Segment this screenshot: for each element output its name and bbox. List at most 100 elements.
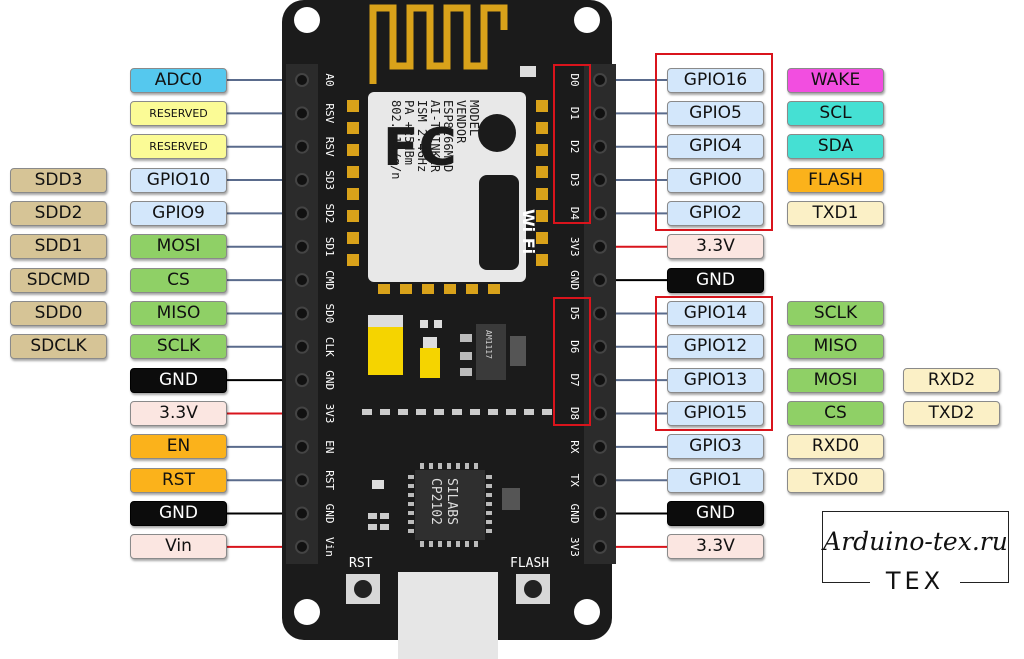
right-label-txd2: TXD2	[903, 401, 1000, 426]
right-pin-hole	[593, 173, 607, 188]
right-pin-hole	[593, 539, 607, 554]
right-label-miso: MISO	[787, 334, 884, 360]
left-label-sdcmd: SDCMD	[10, 267, 107, 293]
highlight-box-d0-d4-pins	[553, 64, 591, 224]
right-pin-hole	[593, 239, 607, 254]
left-pin-label: RST	[323, 470, 336, 490]
right-label-rxd0: RXD0	[787, 434, 884, 460]
right-label-gpio15: GPIO15	[667, 401, 764, 426]
left-pin-label: RSV	[323, 137, 336, 157]
left-label-vin: Vin	[130, 534, 227, 560]
left-pin-label: GND	[323, 370, 336, 390]
right-pin-hole	[593, 73, 607, 87]
module-text-line: AI-THINKER	[428, 100, 442, 173]
right-pin-label: D7	[568, 374, 581, 387]
right-label-gpio13: GPIO13	[667, 367, 764, 393]
right-label-gpio12: GPIO12	[667, 334, 764, 360]
left-pin-label: RSV	[323, 103, 336, 123]
fcc-logo: FC	[383, 118, 457, 178]
mount-hole-top-right	[574, 7, 600, 33]
left-pin-hole	[295, 539, 309, 554]
left-label-gnd: GND	[130, 501, 227, 527]
right-label-gpio0: GPIO0	[667, 167, 764, 193]
right-label-gpio16: GPIO16	[667, 67, 764, 93]
right-label-3-3v: 3.3V	[667, 534, 764, 560]
mount-hole-top-left	[294, 7, 320, 33]
right-pin-label: 3V3	[568, 537, 581, 557]
left-pin-label: GND	[323, 504, 336, 524]
watermark: Arduino-tex.ru TEX	[822, 511, 1009, 597]
wifi-logo	[479, 175, 519, 270]
regulator	[476, 324, 506, 380]
right-pin-hole	[593, 373, 607, 388]
flash-button-label: FLASH	[510, 556, 549, 571]
usb-connector	[398, 572, 498, 659]
watermark-brand: TEX	[870, 567, 960, 595]
right-pin-label: 3V3	[568, 237, 581, 257]
right-pin-label: TX	[568, 474, 581, 488]
module-text-line: MODEL	[467, 100, 481, 136]
right-pin-label: D8	[568, 407, 581, 420]
espressif-logo	[478, 114, 516, 152]
left-pin-hole	[295, 339, 309, 354]
right-pin-label: D1	[568, 107, 581, 120]
mount-hole-bottom-left	[294, 599, 320, 625]
left-pin-hole	[295, 473, 309, 488]
board-body	[282, 0, 612, 640]
antenna-chip	[520, 66, 536, 77]
chip-label-2: CP2102	[428, 478, 443, 525]
left-pin-hole	[295, 239, 309, 254]
regulator-label: AM1117	[484, 330, 493, 359]
right-label-cs: CS	[787, 401, 884, 426]
left-pin-hole	[295, 406, 309, 421]
left-label-cs: CS	[130, 267, 227, 293]
left-label-gpio9: GPIO9	[130, 200, 227, 226]
left-pin-hole	[295, 273, 309, 288]
left-label-sdclk: SDCLK	[10, 334, 107, 360]
left-pin-hole	[295, 306, 309, 321]
watermark-site: Arduino-tex.ru	[823, 527, 1008, 556]
left-label-reserved: RESERVED	[130, 100, 227, 126]
right-label-3-3v: 3.3V	[667, 234, 764, 260]
right-label-sclk: SCLK	[787, 300, 884, 326]
right-pin-hole	[593, 406, 607, 421]
right-pin-label: D3	[568, 173, 581, 186]
small-capacitor	[420, 348, 440, 378]
left-pin-hole	[295, 173, 309, 188]
left-pin-hole	[295, 373, 309, 388]
right-pin-label: D6	[568, 340, 581, 353]
left-label-gpio10: GPIO10	[130, 167, 227, 193]
right-label-mosi: MOSI	[787, 367, 884, 393]
left-label-sclk: SCLK	[130, 334, 227, 360]
right-pin-label: D4	[568, 207, 581, 221]
right-pin-hole	[593, 339, 607, 354]
right-pin-label: GND	[568, 504, 581, 524]
left-label-miso: MISO	[130, 300, 227, 326]
chip-label-1: SILABS	[444, 478, 459, 525]
right-pin-label: GND	[568, 270, 581, 290]
left-pin-hole	[295, 106, 309, 121]
right-pin-hole	[593, 273, 607, 288]
left-pin-hole	[295, 439, 309, 454]
highlight-box-gpio-d5-d8	[655, 296, 773, 431]
right-label-sda: SDA	[787, 134, 884, 160]
right-label-gpio3: GPIO3	[667, 434, 764, 460]
left-pin-label: 3V3	[323, 404, 336, 424]
left-pin-hole	[295, 506, 309, 521]
left-label-sdd3: SDD3	[10, 167, 107, 193]
right-pin-label: RX	[568, 440, 581, 454]
wifi-logo-text: Wi Fi	[519, 209, 538, 254]
right-label-txd0: TXD0	[787, 467, 884, 493]
left-label-sdd0: SDD0	[10, 300, 107, 326]
left-label-sdd1: SDD1	[10, 234, 107, 260]
module-text-line: PA +25dBm	[402, 100, 416, 165]
right-pin-hole	[593, 139, 607, 154]
left-pin-label: Vin	[323, 537, 336, 557]
left-pin-label: SD2	[323, 203, 336, 223]
right-label-gpio2: GPIO2	[667, 200, 764, 226]
rst-button-label: RST	[349, 556, 373, 571]
right-pin-hole	[593, 106, 607, 121]
left-label-gnd: GND	[130, 367, 227, 393]
module-text-line: VENDOR	[454, 100, 468, 144]
